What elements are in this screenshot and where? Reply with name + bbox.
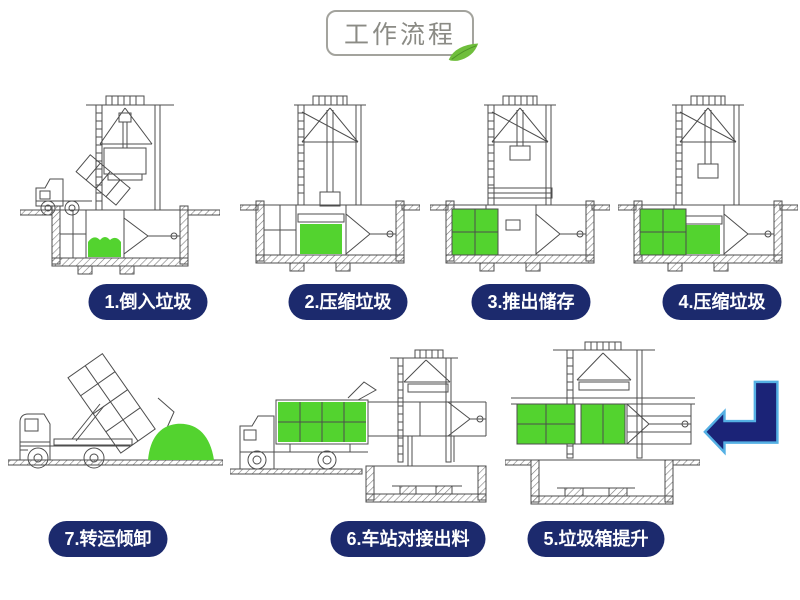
gantry-station-icon <box>86 95 174 211</box>
page-title: 工作流程 <box>325 10 479 61</box>
step-7-illustration <box>8 342 223 477</box>
step-2-label: 2.压缩垃圾 <box>288 284 408 320</box>
gantry-press-icon <box>294 95 366 223</box>
hooklift-truck-icon <box>8 352 223 469</box>
leaf-icon <box>448 43 479 61</box>
step-5-illustration <box>505 338 700 508</box>
gantry-press-icon <box>672 95 744 225</box>
garbage-pile <box>148 423 214 460</box>
pit-icon <box>20 205 220 275</box>
pit-icon <box>505 459 700 505</box>
step-4-label: 4.压缩垃圾 <box>662 284 782 320</box>
garbage-pile <box>88 237 121 257</box>
pit-icon <box>365 465 487 503</box>
page-title-text: 工作流程 <box>343 21 457 49</box>
pit-icon <box>430 200 610 272</box>
gantry-press-icon <box>484 95 556 206</box>
step-5-label: 5.垃圾箱提升 <box>527 521 665 557</box>
step-4-illustration <box>618 88 798 283</box>
compressed-garbage-block <box>680 225 720 254</box>
step-7-label: 7.转运倾卸 <box>48 521 168 557</box>
station-dock-icon <box>368 349 487 466</box>
process-arrow-icon <box>702 376 794 474</box>
step-1-label: 1.倒入垃圾 <box>88 284 208 320</box>
step-1-illustration <box>20 88 220 283</box>
step-6-illustration <box>230 340 490 505</box>
step-2-illustration <box>240 88 420 283</box>
pit-icon <box>240 200 420 272</box>
dump-truck-icon <box>35 154 131 216</box>
step-6-label: 6.车站对接出料 <box>330 521 486 557</box>
container-truck-icon <box>230 381 377 475</box>
step-3-label: 3.推出储存 <box>471 284 591 320</box>
compressed-garbage-block <box>300 224 342 254</box>
pit-icon <box>618 200 798 272</box>
step-3-illustration <box>430 88 610 283</box>
